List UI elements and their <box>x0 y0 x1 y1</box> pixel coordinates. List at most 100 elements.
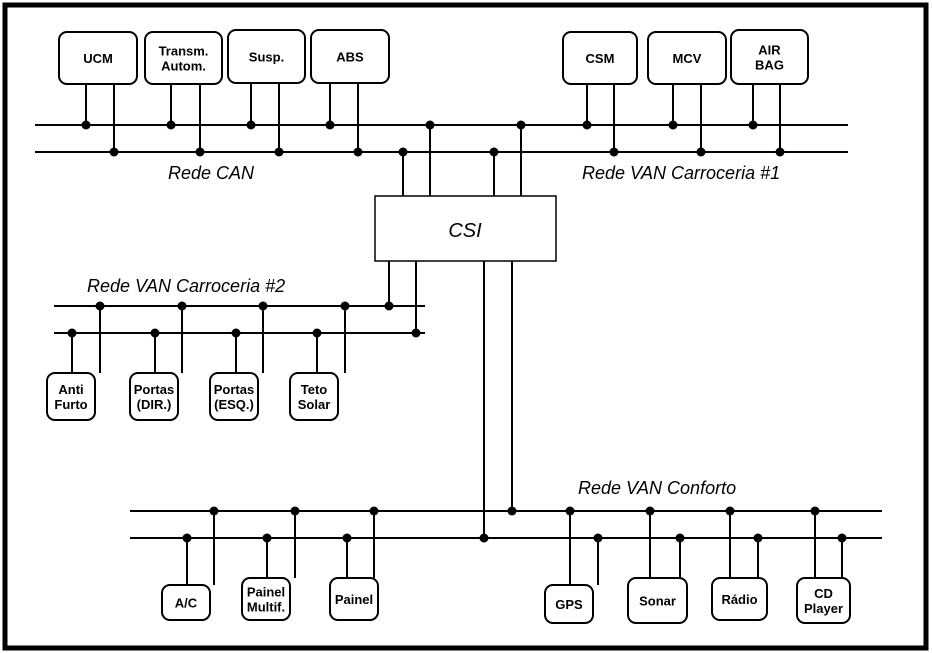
device-susp: Susp. <box>227 29 306 84</box>
junction-dot <box>775 147 785 157</box>
device-box <box>711 577 768 621</box>
can-network-label: Rede CAN <box>168 163 255 183</box>
device-box <box>209 372 259 421</box>
device-mcv: MCV <box>647 31 727 85</box>
junction-dot <box>675 533 685 543</box>
junction-dot <box>398 147 408 157</box>
device-label: Rádio <box>721 592 757 607</box>
junction-dot <box>425 120 435 130</box>
device-box <box>329 577 379 621</box>
device-label: CD <box>814 586 833 601</box>
junction-dot <box>312 328 322 338</box>
junction-dot <box>384 301 394 311</box>
device-label: Autom. <box>161 59 206 74</box>
junction-dot <box>325 120 335 130</box>
junction-dot <box>725 506 735 516</box>
junction-dot <box>166 120 176 130</box>
junction-dot <box>582 120 592 130</box>
junction-dot <box>668 120 678 130</box>
wires <box>35 83 882 585</box>
device-painel: Painel <box>329 577 379 621</box>
device-box <box>46 372 96 421</box>
device-abs: ABS <box>310 29 390 84</box>
device-label: Solar <box>298 397 331 412</box>
junction-dot <box>753 533 763 543</box>
device-label: A/C <box>175 596 198 611</box>
device-label: Furto <box>54 397 87 412</box>
junction-dot <box>696 147 706 157</box>
device-box <box>627 577 688 624</box>
device-label: Anti <box>58 382 83 397</box>
van1-network-label: Rede VAN Carroceria #1 <box>582 163 780 183</box>
junction-dot <box>262 533 272 543</box>
junction-dot <box>507 506 517 516</box>
device-transm-autom: Transm.Autom. <box>144 31 223 85</box>
device-portas-esq: Portas(ESQ.) <box>209 372 259 421</box>
device-label: Sonar <box>639 594 676 609</box>
device-box <box>647 31 727 85</box>
device-sonar: Sonar <box>627 577 688 624</box>
device-label: UCM <box>83 51 113 66</box>
device-label: GPS <box>555 597 583 612</box>
device-label: Painel <box>335 592 373 607</box>
device-ucm: UCM <box>58 31 138 85</box>
device-box <box>289 372 339 421</box>
junction-dot <box>837 533 847 543</box>
device-gps: GPS <box>544 584 594 624</box>
device-box <box>144 31 223 85</box>
van2-network-label: Rede VAN Carroceria #2 <box>87 276 285 296</box>
junction-dot <box>411 328 421 338</box>
csi-box <box>374 195 557 262</box>
device-label: Transm. <box>159 44 209 59</box>
device-box <box>730 29 809 85</box>
device-label: BAG <box>755 58 784 73</box>
junction-dot <box>231 328 241 338</box>
device-label: Multif. <box>247 600 285 615</box>
junction-dot <box>353 147 363 157</box>
csi-label: CSI <box>448 220 482 242</box>
junction-dot <box>342 533 352 543</box>
device-label: Player <box>804 601 843 616</box>
junction-dot <box>209 506 219 516</box>
junction-dot <box>565 506 575 516</box>
device-box <box>544 584 594 624</box>
junction-dot <box>274 147 284 157</box>
device-label: Portas <box>134 382 174 397</box>
junction-dot <box>182 533 192 543</box>
junction-dot <box>479 533 489 543</box>
junction-dot <box>593 533 603 543</box>
device-box <box>241 577 291 621</box>
device-label: CSM <box>586 51 615 66</box>
junction-dot <box>150 328 160 338</box>
junction-dot <box>645 506 655 516</box>
junction-dot <box>67 328 77 338</box>
junction-dot <box>609 147 619 157</box>
conforto-network-label: Rede VAN Conforto <box>578 478 736 498</box>
junction-dot <box>340 301 350 311</box>
device-r-dio: Rádio <box>711 577 768 621</box>
device-box <box>58 31 138 85</box>
junction-dot <box>95 301 105 311</box>
device-label: AIR <box>758 43 781 58</box>
device-a-c: A/C <box>161 584 211 621</box>
device-label: (ESQ.) <box>214 397 254 412</box>
device-box <box>227 29 306 84</box>
junction-dot <box>290 506 300 516</box>
device-portas-dir: Portas(DIR.) <box>129 372 179 421</box>
junction-dot <box>369 506 379 516</box>
junction-dot <box>489 147 499 157</box>
device-label: (DIR.) <box>137 397 172 412</box>
device-label: Painel <box>247 585 285 600</box>
junction-dot <box>81 120 91 130</box>
junction-dot <box>109 147 119 157</box>
device-box <box>796 577 851 624</box>
device-box <box>161 584 211 621</box>
device-box <box>310 29 390 84</box>
